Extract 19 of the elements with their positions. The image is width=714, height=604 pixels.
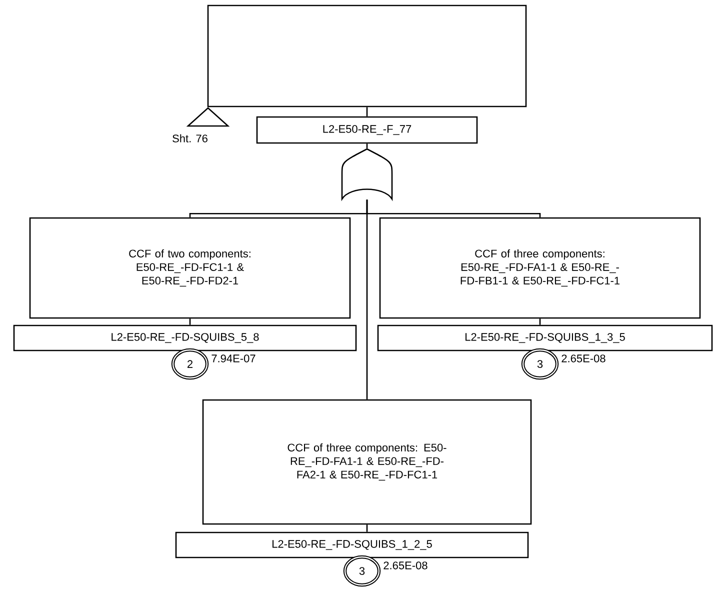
description-box: CCF of three components: E50-RE_-FD-FA1-1 & E50-RE_-FD-FB1-1 & E50-RE_-FD-FC1-1 <box>379 217 701 319</box>
event-id-box: L2-E50-RE_-FD-SQUIBS_5_8 <box>13 324 357 352</box>
sheet-label: Sht. 76 <box>172 134 208 142</box>
connector-line <box>539 318 541 325</box>
event-id-box: L2-E50-RE_-FD-SQUIBS_1_2_5 <box>175 532 529 558</box>
connector-line <box>366 200 368 400</box>
description-box: CCF of three components: E50-RE_-FD-FA1-1 & E50-RE_-FD-FA2-1 & E50-RE_-FD-FC1-1 <box>202 399 532 525</box>
event-id-box: L2-E50-RE_-F_77 <box>256 116 478 144</box>
probability-label: 2.65E-08 <box>562 354 606 362</box>
event-id-box: L2-E50-RE_-FD-SQUIBS_1_3_5 <box>377 324 713 352</box>
connector-line <box>366 144 368 148</box>
or-gate <box>341 148 393 200</box>
description-box: CCF of two components: E50-RE_-FD-FC1-1 & E50-RE_-FD-FD2-1 <box>29 217 351 319</box>
connector-line <box>189 318 191 325</box>
connector-line <box>366 524 368 532</box>
connector-line <box>366 107 368 116</box>
probability-label: 7.94E-07 <box>212 354 256 362</box>
top-event-box <box>207 4 527 108</box>
probability-label: 2.65E-08 <box>384 562 428 570</box>
